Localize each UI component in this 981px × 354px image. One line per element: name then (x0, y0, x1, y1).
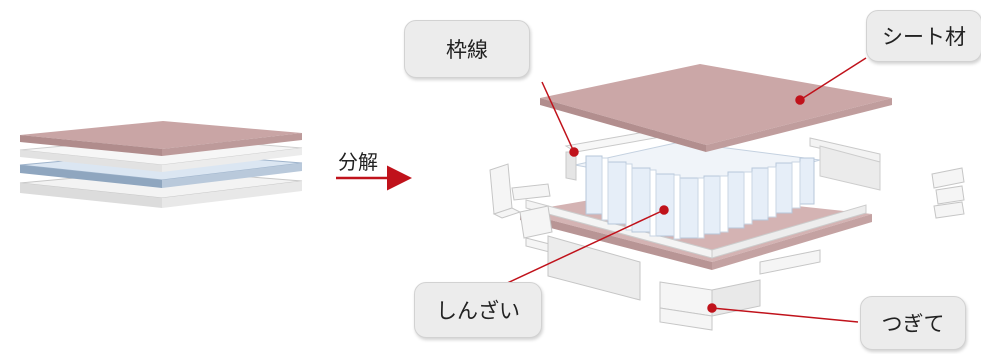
bottom-frame (525, 199, 867, 259)
callout-core: しんざい (414, 282, 542, 338)
joint-pieces (489, 163, 965, 331)
callout-sheet: シート材 (866, 10, 981, 62)
leader-lines (487, 57, 867, 323)
callout-waku: 枠線 (404, 20, 530, 78)
assembled-panel (19, 121, 303, 208)
exploded-view (489, 64, 965, 331)
decompose-label: 分解 (338, 150, 378, 174)
callout-joint: つぎて (860, 296, 966, 350)
top-sheet (540, 64, 892, 152)
core-cells (574, 141, 821, 240)
